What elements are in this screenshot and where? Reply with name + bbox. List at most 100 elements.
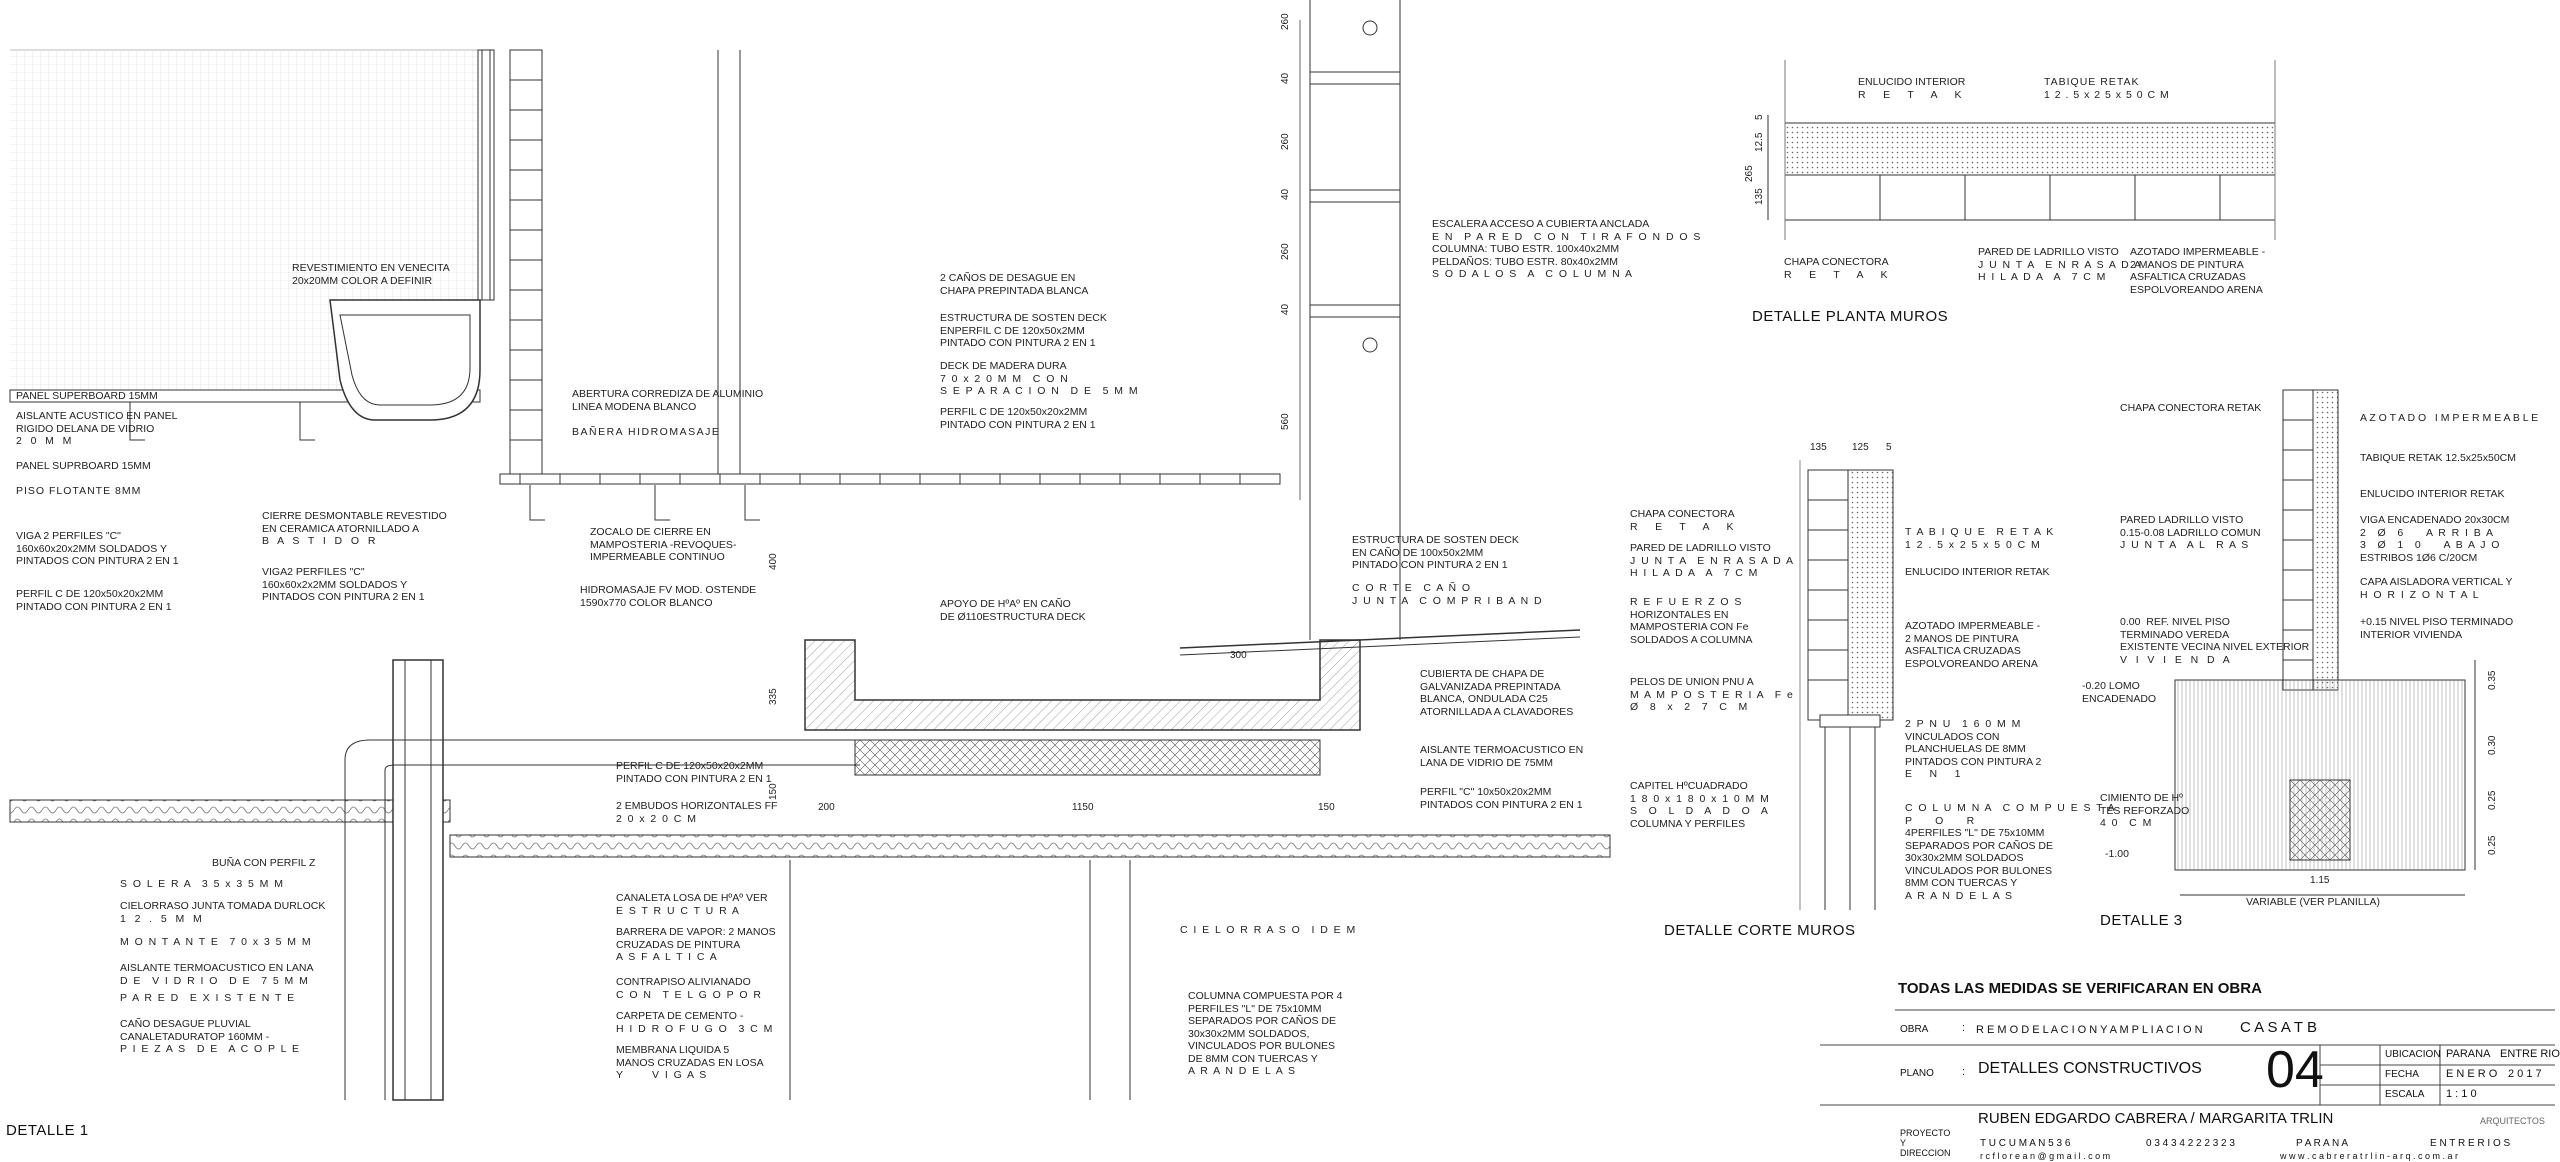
tb-note: TODAS LAS MEDIDAS SE VERIFICARAN EN OBRA [1898, 980, 2262, 997]
retak-section [1847, 469, 1894, 721]
label-perfil-c-left: PERFIL C DE 120x50x20x2MM PINTADO CON PI… [16, 588, 172, 613]
cm-label-azotado: AZOTADO IMPERMEABLE - 2 MANOS DE PINTURA… [1905, 620, 2041, 670]
label-apoyo: APOYO DE HºAº EN CAÑO DE Ø110ESTRUCTURA … [940, 598, 1086, 623]
label-viga2-left: VIGA 2 PERFILES "C" 160x60x20x2MM SOLDAD… [16, 530, 179, 567]
cm-label-tabique: T A B I Q U E R E T A K 1 2 . 5 x 2 5 x … [1905, 526, 2054, 551]
dim-1150: 1150 [1072, 802, 1094, 813]
cm-dim: 135 [1810, 442, 1827, 453]
d3-label-nivel-015: +0.15 NIVEL PISO TERMINADO INTERIOR VIVI… [2360, 616, 2514, 641]
tb-plano-label: PLANO [1900, 1068, 1934, 1079]
dimension-labels: 260 40 260 40 260 40 560 400 335 300 150… [768, 13, 2498, 886]
dim-300: 300 [1230, 650, 1247, 661]
label-banera: BAÑERA HIDROMASAJE [572, 426, 721, 438]
d3-label-capa: CAPA AISLADORA VERTICAL Y H O R I Z O N … [2360, 576, 2513, 601]
label-aislante-termo-left: AISLANTE TERMOACUSTICO EN LANA D E V I D… [120, 962, 314, 987]
tb-fecha-year: 2 0 1 7 [2508, 1068, 2542, 1080]
brick-wall-d1 [509, 49, 543, 481]
tb-plano-colon: : [1962, 1066, 1966, 1078]
d3-dim: 0.30 [2487, 735, 2498, 755]
stair-dim: 40 [1280, 303, 1291, 315]
tb-ubicacion-city: PARANA [2446, 1048, 2491, 1060]
tb-escala-label: ESCALA [2385, 1089, 2425, 1100]
d3-label-viga: VIGA ENCADENADO 20x30CM 2 Ø 6 A R R I B … [2360, 514, 2510, 564]
roof-sheet [1179, 629, 1581, 649]
label-barrera-vapor: BARRERA DE VAPOR: 2 MANOS CRUZADAS DE PI… [616, 926, 776, 963]
tb-phone: 0 3 4 3 4 2 2 2 3 2 3 [2146, 1138, 2235, 1149]
column-pnu [1824, 727, 1876, 910]
cm-dim: 125 [1852, 442, 1869, 453]
tb-address: T U C U M A N 5 3 6 [1980, 1138, 2071, 1149]
cm-label-columna: C O L U M N A C O M P U E S T A P O R 4P… [1905, 802, 2115, 902]
brick-column-section [1807, 469, 1849, 721]
dim-150v: 150 [768, 783, 779, 800]
stair-dim: 40 [1280, 188, 1291, 200]
d3-label-nivel-100: -1.00 [2105, 848, 2129, 860]
tb-authors: RUBEN EDGARDO CABRERA / MARGARITA TRLIN [1978, 1110, 2334, 1127]
title-planta-muros: DETALLE PLANTA MUROS [1752, 308, 1949, 325]
label-canos-desague: 2 CAÑOS DE DESAGUE EN CHAPA PREPINTADA B… [940, 272, 1089, 297]
title-detalle-3: DETALLE 3 [2100, 912, 2183, 929]
brick-row-plan [1784, 174, 2276, 221]
tb-city: P A R A N A [2296, 1138, 2349, 1149]
label-cielorraso-idem: C I E L O R R A S O I D E M [1180, 924, 1356, 936]
pm-label-tabique: TABIQUE RETAK 1 2 . 5 x 2 5 x 5 0 C M [2044, 76, 2170, 101]
label-pared-existente: P A R E D E X I S T E N T E [120, 992, 295, 1004]
tb-obra-colon: : [1962, 1022, 1966, 1034]
d3-label-chapa: CHAPA CONECTORA RETAK [2120, 402, 2262, 414]
tb-fecha-label: FECHA [2385, 1069, 2419, 1080]
label-buna: BUÑA CON PERFIL Z [212, 857, 316, 869]
dim-150h: 150 [1318, 802, 1335, 813]
tb-web: w w w . c a b r e r a t r l i n - a r q … [2280, 1151, 2459, 1161]
label-cano-desague: CAÑO DESAGUE PLUVIAL CANALETADURATOP 160… [120, 1018, 299, 1055]
label-cierre-desmontable: CIERRE DESMONTABLE REVESTIDO EN CERAMICA… [262, 510, 447, 547]
label-cielorraso-durlock: CIELORRASO JUNTA TOMADA DURLOCK 1 2 . 5 … [120, 900, 326, 925]
label-membrana: MEMBRANA LIQUIDA 5 MANOS CRUZADAS EN LOS… [616, 1044, 764, 1081]
d3-label-tabique: TABIQUE RETAK 12.5x25x50CM [2360, 452, 2516, 464]
tb-ubicacion-label: UBICACION [2385, 1049, 2441, 1060]
d3-dim: 0.35 [2487, 670, 2498, 690]
stair-dim: 260 [1280, 13, 1291, 30]
label-deck-madera: DECK DE MADERA DURA 7 0 x 2 0 M M C O N … [940, 360, 1138, 397]
label-corte-cano: C O R T E C A Ñ O J U N T A C O M P R I … [1352, 582, 1542, 607]
cm-label-pared: PARED DE LADRILLO VISTO J U N T A E N R … [1630, 542, 1794, 579]
detalle-planta-muros-drawing [1767, 60, 2276, 240]
concrete-gutter [804, 639, 1361, 731]
label-viga2-center: VIGA2 PERFILES "C" 160x60x2x2MM SOLDADOS… [262, 566, 425, 603]
tb-sheet-number: 04 [2266, 1041, 2324, 1099]
stair-dim: 560 [1280, 413, 1291, 430]
title-block-frame [1820, 1009, 2555, 1106]
label-perfil-c-right: PERFIL "C" 10x50x20x2MM PINTADOS CON PIN… [1420, 786, 1583, 811]
label-montante: M O N T A N T E 7 0 x 3 5 M M [120, 936, 311, 948]
tb-escala-value: 1 : 1 0 [2446, 1088, 2477, 1100]
stair-dim: 260 [1280, 243, 1291, 260]
d3-label-variable: VARIABLE (VER PLANILLA) [2246, 896, 2381, 908]
pm-dim: 12.5 [1754, 132, 1765, 152]
detalle-3-drawing [2174, 389, 2476, 896]
pm-dim: 135 [1754, 188, 1765, 205]
pm-label-enlucido: ENLUCIDO INTERIOR R E T A K [1858, 76, 1966, 101]
stair-dim: 40 [1280, 72, 1291, 84]
label-perfil-c-center: PERFIL C DE 120x50x20x2MM PINTADO CON PI… [940, 406, 1096, 431]
d3-width: 1.15 [2310, 875, 2330, 886]
label-piso-flotante: PISO FLOTANTE 8MM [16, 485, 142, 497]
tb-plano-value: DETALLES CONSTRUCTIVOS [1978, 1060, 2202, 1077]
d3-label-pared: PARED LADRILLO VISTO 0.15-0.08 LADRILLO … [2120, 514, 2261, 551]
detalle-corte-muros-drawing [1799, 460, 1894, 910]
label-panel-superboard-2: PANEL SUPRBOARD 15MM [16, 460, 151, 472]
d3-label-azotado: A Z O T A D O I M P E R M E A B L E [2360, 412, 2539, 424]
tb-obra-name: C A S A T B [2240, 1019, 2317, 1036]
dim-200: 200 [818, 802, 835, 813]
steel-column-d1 [392, 659, 444, 1101]
d3-dim: 0.25 [2487, 835, 2498, 855]
label-hidromasaje: HIDROMASAJE FV MOD. OSTENDE 1590x770 COL… [580, 584, 757, 609]
label-columna-compuesta: COLUMNA COMPUESTA POR 4 PERFILES "L" DE … [1188, 990, 1343, 1077]
pm-label-pared: PARED DE LADRILLO VISTO J U N T A E N R … [1978, 246, 2142, 283]
label-estructura-sosten: ESTRUCTURA DE SOSTEN DECK EN CAÑO DE 100… [1352, 534, 1519, 571]
cm-label-enlucido: ENLUCIDO INTERIOR RETAK [1905, 566, 2050, 578]
access-stair [1299, 0, 1401, 640]
pm-dim: 5 [1754, 114, 1765, 120]
title-corte-muros: DETALLE CORTE MUROS [1664, 922, 1856, 939]
retak-block-plan [1784, 122, 2276, 176]
capitel [1819, 714, 1881, 728]
